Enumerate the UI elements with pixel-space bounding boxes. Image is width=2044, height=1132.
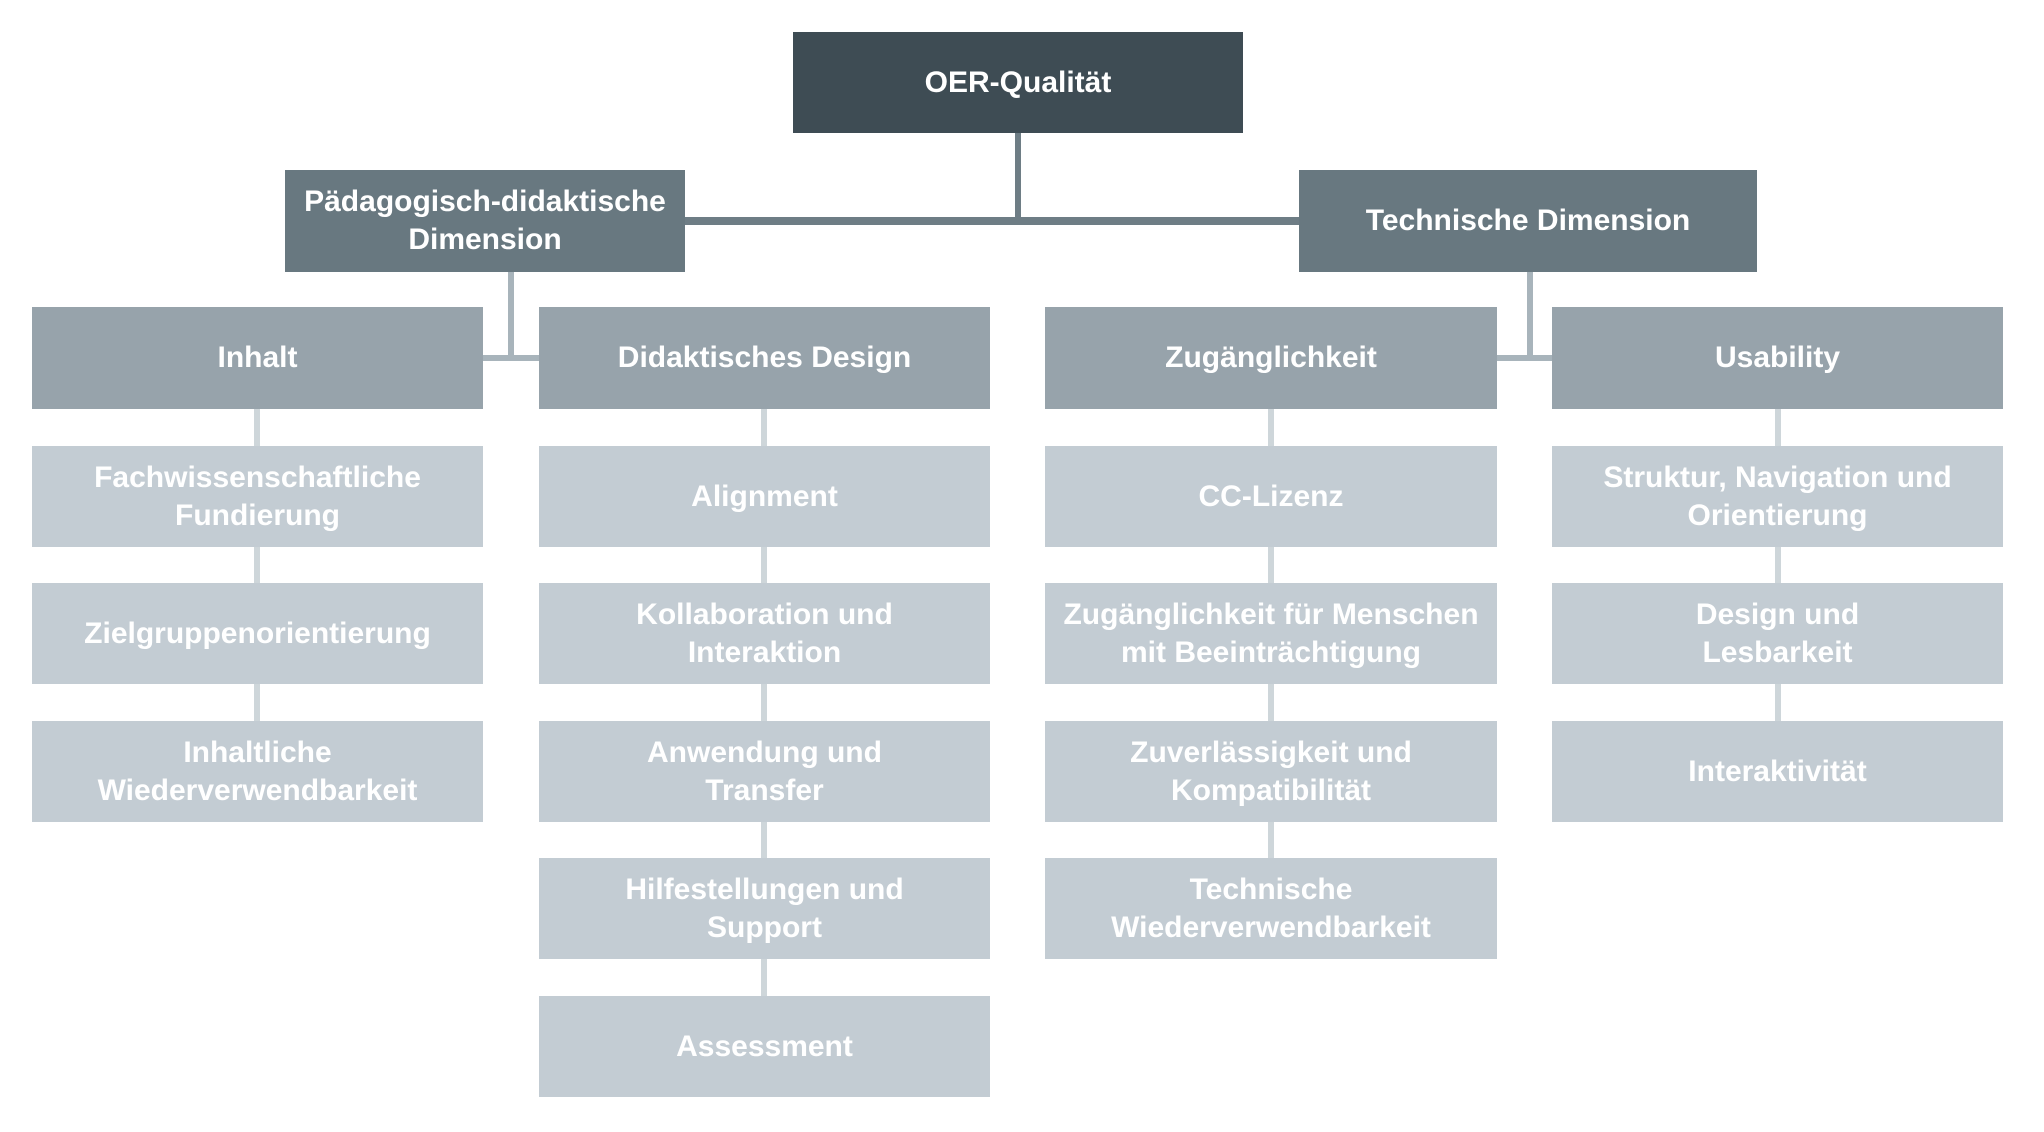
node-zugaenglichkeit: Zugänglichkeit (1045, 307, 1497, 409)
node-technische-dimension: Technische Dimension (1299, 170, 1757, 272)
node-kollaboration-und-interaktion: Kollaboration und Interaktion (539, 583, 990, 684)
node-inhalt: Inhalt (32, 307, 483, 409)
node-zielgruppenorientierung: Zielgruppenorientierung (32, 583, 483, 684)
connector-technische-vertical (1527, 272, 1533, 361)
connector-technische-children-stub (1497, 355, 1552, 361)
node-usability: Usability (1552, 307, 2003, 409)
node-zuverlaessigkeit-und-kompatibilitaet: Zuverlässigkeit und Kompatibilität (1045, 721, 1497, 822)
node-interaktivitaet: Interaktivität (1552, 721, 2003, 822)
node-assessment: Assessment (539, 996, 990, 1097)
column-connector (1268, 822, 1274, 858)
node-zugaenglichkeit-fuer-menschen: Zugänglichkeit für Menschen mit Beeinträ… (1045, 583, 1497, 684)
node-design-und-lesbarkeit: Design und Lesbarkeit (1552, 583, 2003, 684)
node-alignment: Alignment (539, 446, 990, 547)
node-technische-wiederverwendbarkeit: Technische Wiederverwendbarkeit (1045, 858, 1497, 959)
node-cc-lizenz: CC-Lizenz (1045, 446, 1497, 547)
node-anwendung-und-transfer: Anwendung und Transfer (539, 721, 990, 822)
column-connector (1775, 684, 1781, 721)
node-fachwissenschaftliche-fundierung: Fachwissenschaftliche Fundierung (32, 446, 483, 547)
column-connector (254, 409, 260, 446)
connector-root-vertical (1015, 133, 1021, 221)
node-struktur-navigation-orientierung: Struktur, Navigation und Orientierung (1552, 446, 2003, 547)
column-connector (254, 547, 260, 583)
column-connector (761, 409, 767, 446)
column-connector (761, 959, 767, 996)
connector-paedagogisch-vertical (508, 272, 514, 361)
node-inhaltliche-wiederverwendbarkeit: Inhaltliche Wiederverwendbarkeit (32, 721, 483, 822)
node-didaktisches-design: Didaktisches Design (539, 307, 990, 409)
column-connector (761, 684, 767, 721)
column-connector (761, 822, 767, 858)
node-hilfestellungen-und-support: Hilfestellungen und Support (539, 858, 990, 959)
connector-root-horizontal (685, 217, 1299, 225)
column-connector (761, 547, 767, 583)
column-connector (1775, 409, 1781, 446)
column-connector (1268, 684, 1274, 721)
node-oer-qualitaet: OER-Qualität (793, 32, 1243, 133)
node-paedagogisch-didaktische-dimension: Pädagogisch-didaktische Dimension (285, 170, 685, 272)
column-connector (1775, 547, 1781, 583)
connector-paedagogisch-children-stub (483, 355, 539, 361)
column-connector (1268, 547, 1274, 583)
column-connector (1268, 409, 1274, 446)
column-connector (254, 684, 260, 721)
